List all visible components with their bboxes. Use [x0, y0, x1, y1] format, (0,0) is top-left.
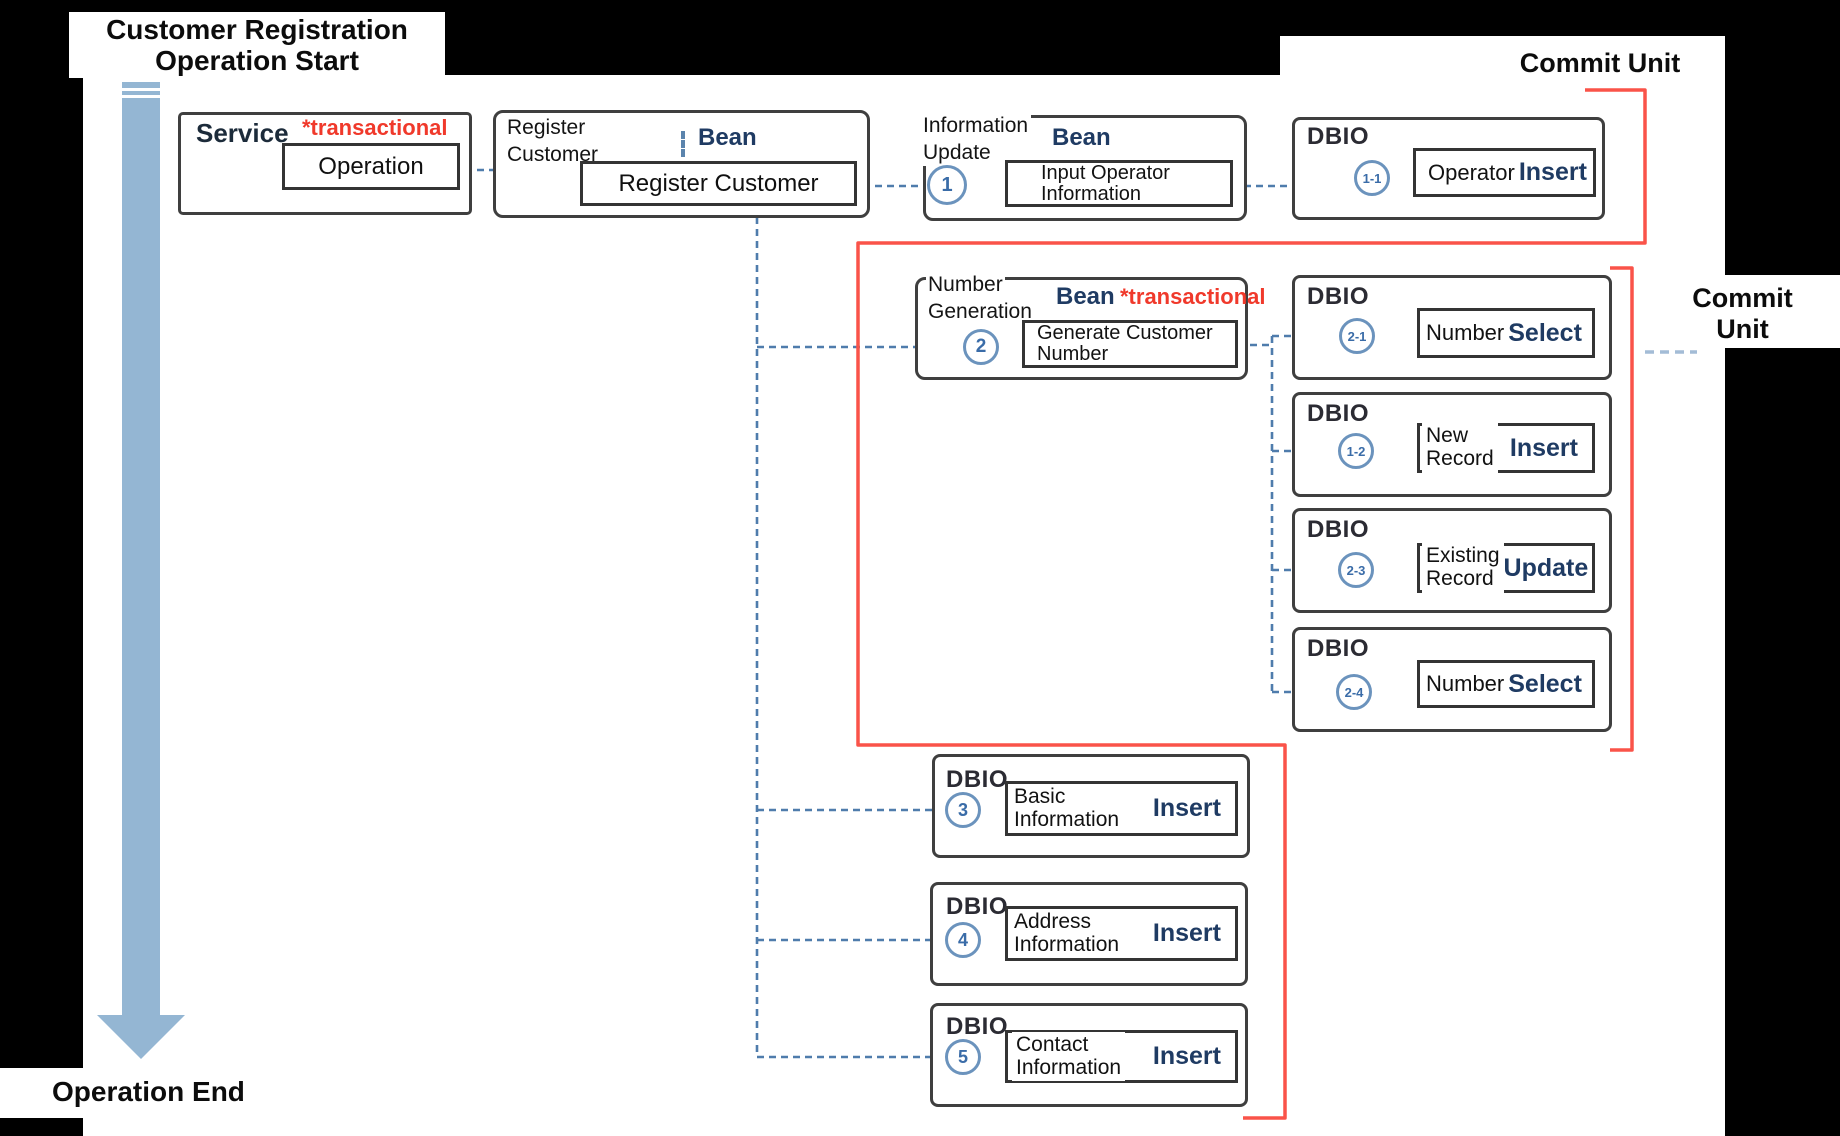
title-panel: [69, 12, 445, 78]
entity-label-basic-line1: Basic: [1014, 784, 1066, 808]
commit-unit-label-top: Commit Unit: [1519, 48, 1681, 78]
page-title-line2: Operation Start: [155, 45, 359, 76]
transactional-annotation-number-gen: *transactional: [1120, 284, 1266, 309]
action-label-insert-4: Insert: [1152, 919, 1221, 947]
operation-end-panel: [0, 1068, 95, 1118]
bean-info-label-line1: Information: [920, 112, 1032, 139]
dashed-tick-icon: [681, 131, 685, 157]
entity-label-existing-record-line2: Record: [1426, 567, 1494, 590]
page-title-line1: Customer Registration: [106, 14, 408, 45]
entity-label-number-2: Number: [1422, 670, 1509, 698]
entity-label-new-record: New Record: [1422, 423, 1498, 473]
dbio-title-3: DBIO: [946, 766, 1008, 793]
method-box-new-record-insert: New Record Insert: [1417, 423, 1595, 473]
method-box-existing-record-update: Existing Record Update: [1417, 543, 1595, 593]
commit-top-panel: [1280, 36, 1725, 78]
step-circle-2-3: 2-3: [1338, 552, 1374, 588]
step-circle-1-2: 1-2: [1338, 433, 1374, 469]
method-box-number-select-1: Number Select: [1417, 308, 1595, 358]
entity-label-address-information: Address Information: [1010, 908, 1124, 959]
bean-number-label-line1: Number: [926, 271, 1005, 298]
step-circle-4: 4: [945, 922, 981, 958]
method-label-input-operator-line2: Information: [1041, 182, 1142, 205]
method-box-number-select-2: Number Select: [1417, 660, 1595, 708]
method-box-register-customer: Register Customer: [580, 161, 857, 206]
arrow-segment-gap: [122, 95, 160, 98]
operation-end-label: Operation End: [52, 1076, 245, 1107]
operation-flow-arrowhead-icon: [97, 1015, 185, 1059]
commit-unit-label-right-line2: Unit: [1716, 314, 1769, 344]
entity-label-contact-line1: Contact: [1016, 1032, 1089, 1056]
arrow-segment-gap: [122, 88, 160, 91]
entity-label-basic-information: Basic Information: [1010, 783, 1124, 834]
method-box-operator-insert: Operator Insert: [1413, 148, 1596, 197]
method-box-contact-information-insert: Contact Information Insert: [1005, 1030, 1238, 1083]
method-label-generate-number-line2: Number: [1037, 343, 1109, 365]
commit-unit-label-right-line1: Commit: [1692, 283, 1793, 313]
step-circle-2: 2: [963, 329, 999, 365]
method-box-generate-number: Generate Customer Number: [1022, 320, 1238, 368]
entity-label-existing-record-line1: Existing: [1426, 544, 1500, 568]
method-box-address-information-insert: Address Information Insert: [1005, 906, 1238, 961]
action-label-select-1: Select: [1508, 318, 1582, 347]
method-label-register-customer: Register Customer: [618, 169, 819, 197]
dbio-title-2-1: DBIO: [1307, 283, 1369, 310]
operation-label: Operation: [318, 152, 424, 180]
method-label-input-operator-line1: Input Operator: [1041, 161, 1170, 184]
bean-register-label-line1: Register: [507, 116, 586, 139]
transactional-annotation: *transactional: [302, 115, 448, 140]
entity-label-address-line2: Information: [1014, 932, 1120, 956]
entity-label-existing-record: Existing Record: [1422, 543, 1504, 593]
step-circle-1: 1: [927, 165, 967, 205]
dbio-title-5: DBIO: [946, 1013, 1008, 1040]
entity-label-address-line1: Address: [1014, 909, 1092, 933]
bean-number-label-line2: Generation: [926, 298, 1034, 325]
action-label-insert-3: Insert: [1152, 794, 1221, 822]
step-circle-2-4: 2-4: [1336, 674, 1372, 710]
bean-type-label-number-gen: Bean: [1056, 283, 1115, 310]
action-label-insert-1-2: Insert: [1509, 433, 1578, 462]
service-title: Service: [196, 118, 289, 148]
method-label-generate-number-line1: Generate Customer: [1037, 322, 1213, 344]
bean-info-label-line2: Update: [920, 139, 994, 166]
bean-type-label-register: Bean: [698, 124, 757, 151]
dbio-title-1-2: DBIO: [1307, 400, 1369, 427]
dbio-title-2-4: DBIO: [1307, 635, 1369, 662]
entity-label-operator: Operator: [1424, 158, 1519, 187]
step-circle-1-1: 1-1: [1354, 160, 1390, 196]
action-label-update: Update: [1503, 553, 1589, 582]
action-label-operator-insert: Insert: [1518, 158, 1587, 186]
action-label-select-2: Select: [1508, 669, 1582, 698]
dbio-title-1-1: DBIO: [1307, 123, 1369, 150]
bean-type-label-info-update: Bean: [1052, 124, 1111, 151]
entity-label-contact-information: Contact Information: [1012, 1031, 1126, 1082]
method-box-basic-information-insert: Basic Information Insert: [1005, 781, 1238, 836]
step-circle-3: 3: [945, 792, 981, 828]
operation-box: Operation: [282, 143, 460, 190]
dbio-title-2-3: DBIO: [1307, 516, 1369, 543]
operation-flow-arrow: [122, 82, 160, 1015]
step-circle-2-1: 2-1: [1339, 318, 1375, 354]
action-label-insert-5: Insert: [1152, 1042, 1221, 1070]
entity-label-new-record-line1: New: [1426, 424, 1469, 448]
entity-label-basic-line2: Information: [1014, 807, 1120, 831]
entity-label-new-record-line2: Record: [1426, 447, 1494, 470]
entity-label-number-1: Number: [1422, 319, 1509, 347]
dbio-title-4: DBIO: [946, 893, 1008, 920]
entity-label-contact-line2: Information: [1016, 1055, 1122, 1079]
method-box-input-operator: Input Operator Information: [1005, 160, 1233, 207]
commit-right-panel: [1725, 275, 1840, 348]
step-circle-5: 5: [945, 1039, 981, 1075]
bean-register-label-line2: Customer: [507, 143, 599, 166]
